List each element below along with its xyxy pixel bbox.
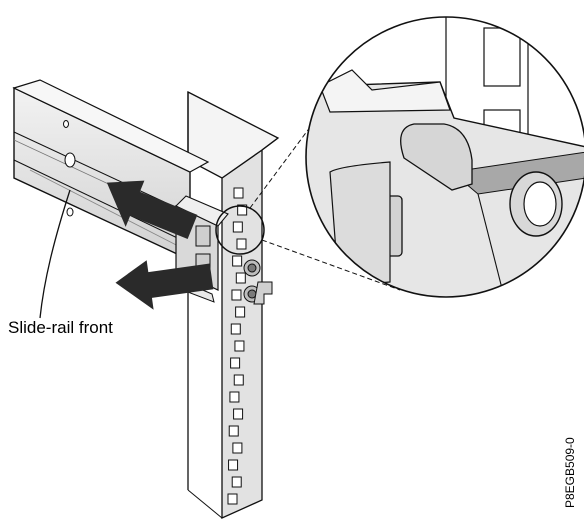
rail-hole-3 bbox=[63, 120, 69, 128]
rail-latch bbox=[243, 259, 273, 305]
rack-slot bbox=[232, 255, 243, 267]
rack-slot bbox=[232, 221, 243, 233]
rack-slot bbox=[229, 391, 240, 403]
rack-slot bbox=[233, 374, 244, 386]
rack-slot bbox=[234, 340, 245, 352]
rack-slot bbox=[235, 272, 246, 284]
rack-slot bbox=[230, 323, 241, 335]
double-arrow-left-icon bbox=[106, 180, 214, 310]
slide-rail-front-label: Slide-rail front bbox=[8, 318, 113, 337]
slide-rail-top-flange bbox=[12, 79, 210, 173]
rack-slot bbox=[235, 306, 246, 318]
rack-slot bbox=[233, 187, 244, 199]
rack-slot bbox=[228, 459, 239, 471]
rack-slot bbox=[237, 204, 248, 216]
insert-arrow-lower bbox=[115, 260, 214, 310]
rack-slot bbox=[231, 476, 242, 488]
zoom-circle-icon bbox=[305, 16, 584, 298]
rack-post bbox=[187, 90, 280, 520]
zoom-source-circle bbox=[215, 205, 265, 255]
rack-slot bbox=[233, 408, 244, 420]
rack-slot bbox=[227, 493, 238, 505]
rack-slot bbox=[231, 289, 242, 301]
callout-leader-line bbox=[39, 189, 71, 319]
figure-id: P8EGB509-0 bbox=[563, 437, 577, 508]
zoom-leader-lower bbox=[261, 239, 401, 291]
rail-hole-2 bbox=[66, 207, 74, 217]
rail-hole-1 bbox=[64, 152, 76, 168]
rack-slot bbox=[228, 425, 239, 437]
rack-slot bbox=[232, 442, 243, 454]
rack-slot bbox=[236, 238, 247, 250]
insert-arrow-upper bbox=[106, 180, 198, 240]
rack-slot-column bbox=[227, 187, 248, 505]
rack-slot bbox=[230, 357, 241, 369]
